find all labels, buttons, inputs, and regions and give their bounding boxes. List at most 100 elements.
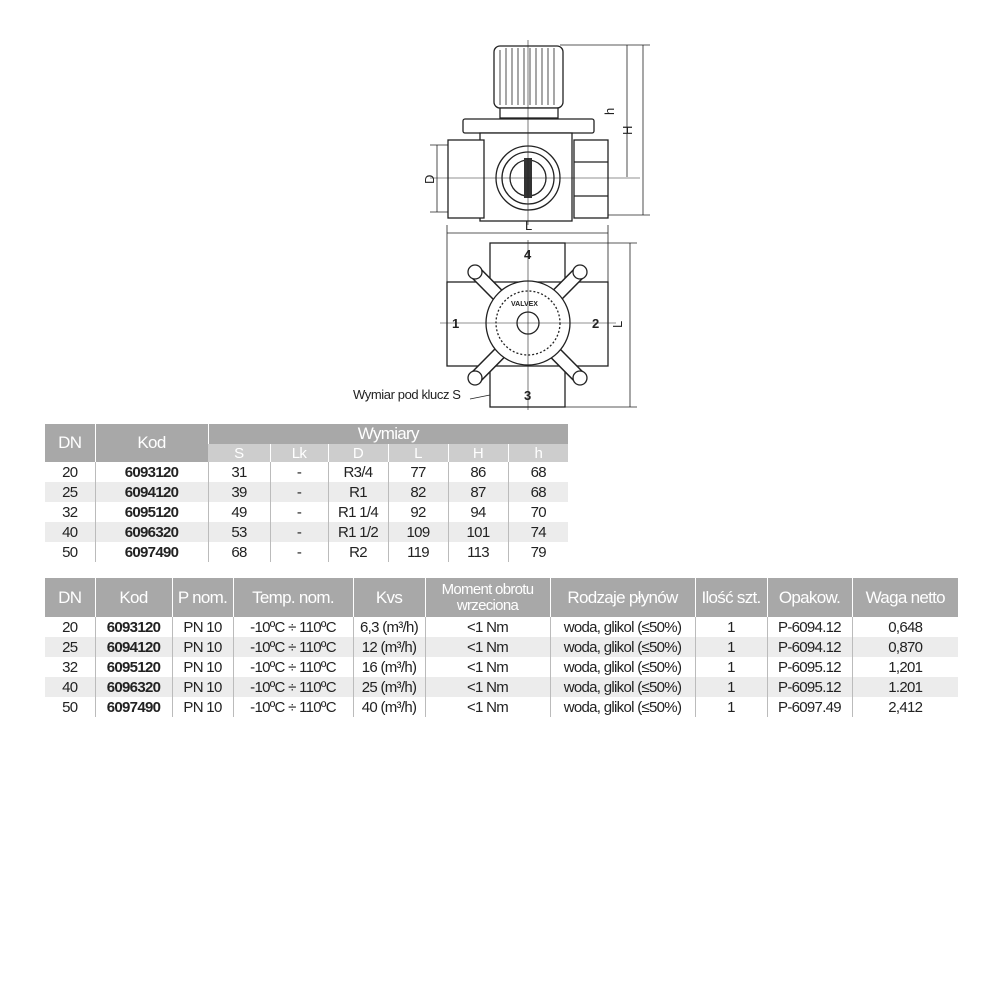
- table-cell: -10ºC ÷ 110ºC: [232, 617, 353, 637]
- table-cell: 87: [447, 482, 508, 502]
- table-cell: P-6097.49: [766, 697, 852, 717]
- table-cell: 1: [694, 697, 767, 717]
- header-col-9: Waga netto: [851, 578, 958, 617]
- table-cell: 113: [447, 542, 508, 562]
- table-cell: PN 10: [171, 637, 233, 657]
- table-cell: woda, glikol (≤50%): [549, 697, 695, 717]
- table-cell: 1,201: [851, 657, 958, 677]
- table-cell: 82: [387, 482, 448, 502]
- table-cell: <1 Nm: [424, 677, 550, 697]
- table-cell: 39: [207, 482, 270, 502]
- table-cell: R1: [327, 482, 388, 502]
- table-cell: 53: [207, 522, 270, 542]
- table-cell: 79: [507, 542, 569, 562]
- header-col-5: Moment obrotu wrzeciona: [424, 578, 550, 617]
- table-cell: <1 Nm: [424, 617, 550, 637]
- table-cell: 70: [507, 502, 569, 522]
- header-dn: DN: [45, 424, 95, 462]
- table-cell: 50: [62, 543, 78, 561]
- table-cell: R3/4: [327, 462, 388, 482]
- table-cell: PN 10: [171, 677, 233, 697]
- table-cell: PN 10: [171, 657, 233, 677]
- table-cell: 12 (m³/h): [352, 637, 425, 657]
- screw-icon: [572, 370, 588, 386]
- dim-label-h: h: [602, 108, 617, 115]
- header-col-6: Rodzaje płynów: [549, 578, 695, 617]
- header-col-0: DN: [45, 578, 95, 617]
- table-cell: -: [269, 482, 328, 502]
- port-label-4: 4: [524, 247, 532, 262]
- subheader-s: S: [208, 444, 270, 462]
- table-cell: 0,648: [851, 617, 958, 637]
- table-cell: 1: [694, 637, 767, 657]
- table-cell: -10ºC ÷ 110ºC: [232, 677, 353, 697]
- table-cell: 94: [447, 502, 508, 522]
- table-cell: 40: [45, 522, 95, 542]
- screw-icon: [467, 370, 483, 386]
- header-col-2: P nom.: [171, 578, 233, 617]
- mounting-plate: [462, 118, 595, 134]
- table-cell: -: [269, 462, 328, 482]
- header-wymiary: Wymiary: [207, 424, 569, 444]
- product-code-cell: 6094120: [94, 637, 172, 657]
- table-cell: R2: [327, 542, 388, 562]
- table-cell: 2,412: [851, 697, 958, 717]
- header-kod: Kod: [94, 424, 208, 462]
- table-cell: 20: [62, 618, 78, 636]
- adjustment-knob: [493, 45, 564, 109]
- brand-logo: VALVEX: [511, 301, 538, 308]
- table-cell: 74: [507, 522, 569, 542]
- table-cell: woda, glikol (≤50%): [549, 617, 695, 637]
- table-cell: R1 1/2: [327, 522, 388, 542]
- port-label-1: 1: [452, 316, 459, 331]
- table-cell: 77: [387, 462, 448, 482]
- subheader-l: L: [387, 444, 448, 462]
- table-cell: P-6094.12: [766, 617, 852, 637]
- table-cell: woda, glikol (≤50%): [549, 657, 695, 677]
- table-cell: 119: [387, 542, 448, 562]
- table-cell: -10ºC ÷ 110ºC: [232, 637, 353, 657]
- product-code-cell: 6093120: [94, 617, 172, 637]
- product-code-cell: 6096320: [94, 677, 172, 697]
- table-cell: 32: [62, 503, 78, 521]
- dim-label-L-side: L: [610, 321, 625, 328]
- subheader-h: H: [447, 444, 508, 462]
- top-view: [440, 240, 616, 410]
- product-code-cell: 6095120: [94, 502, 208, 522]
- table-cell: -: [269, 502, 328, 522]
- table-cell: 68: [507, 482, 569, 502]
- table-cell: 31: [207, 462, 270, 482]
- table-cell: -: [269, 522, 328, 542]
- subheader-d: D: [327, 444, 388, 462]
- table-cell: <1 Nm: [424, 637, 550, 657]
- table-cell: <1 Nm: [424, 697, 550, 717]
- table-cell: 49: [207, 502, 270, 522]
- table-cell: 25 (m³/h): [352, 677, 425, 697]
- dim-label-L-top: L: [525, 218, 532, 233]
- header-col-1: Kod: [94, 578, 172, 617]
- product-code-cell: 6097490: [94, 697, 172, 717]
- subheader-h: h: [507, 444, 569, 462]
- table-cell: 68: [507, 462, 569, 482]
- table-cell: 25: [45, 482, 95, 502]
- table-cell: 92: [387, 502, 448, 522]
- table-cell: 1.201: [851, 677, 958, 697]
- table-cell: P-6095.12: [766, 657, 852, 677]
- header-col-3: Temp. nom.: [232, 578, 353, 617]
- table-cell: 68: [207, 542, 270, 562]
- table-cell: P-6094.12: [766, 637, 852, 657]
- screw-icon: [467, 264, 483, 280]
- table-cell: P-6095.12: [766, 677, 852, 697]
- valve-technical-drawing: h H D L L 1 2 3 4 VALVEX: [422, 40, 650, 410]
